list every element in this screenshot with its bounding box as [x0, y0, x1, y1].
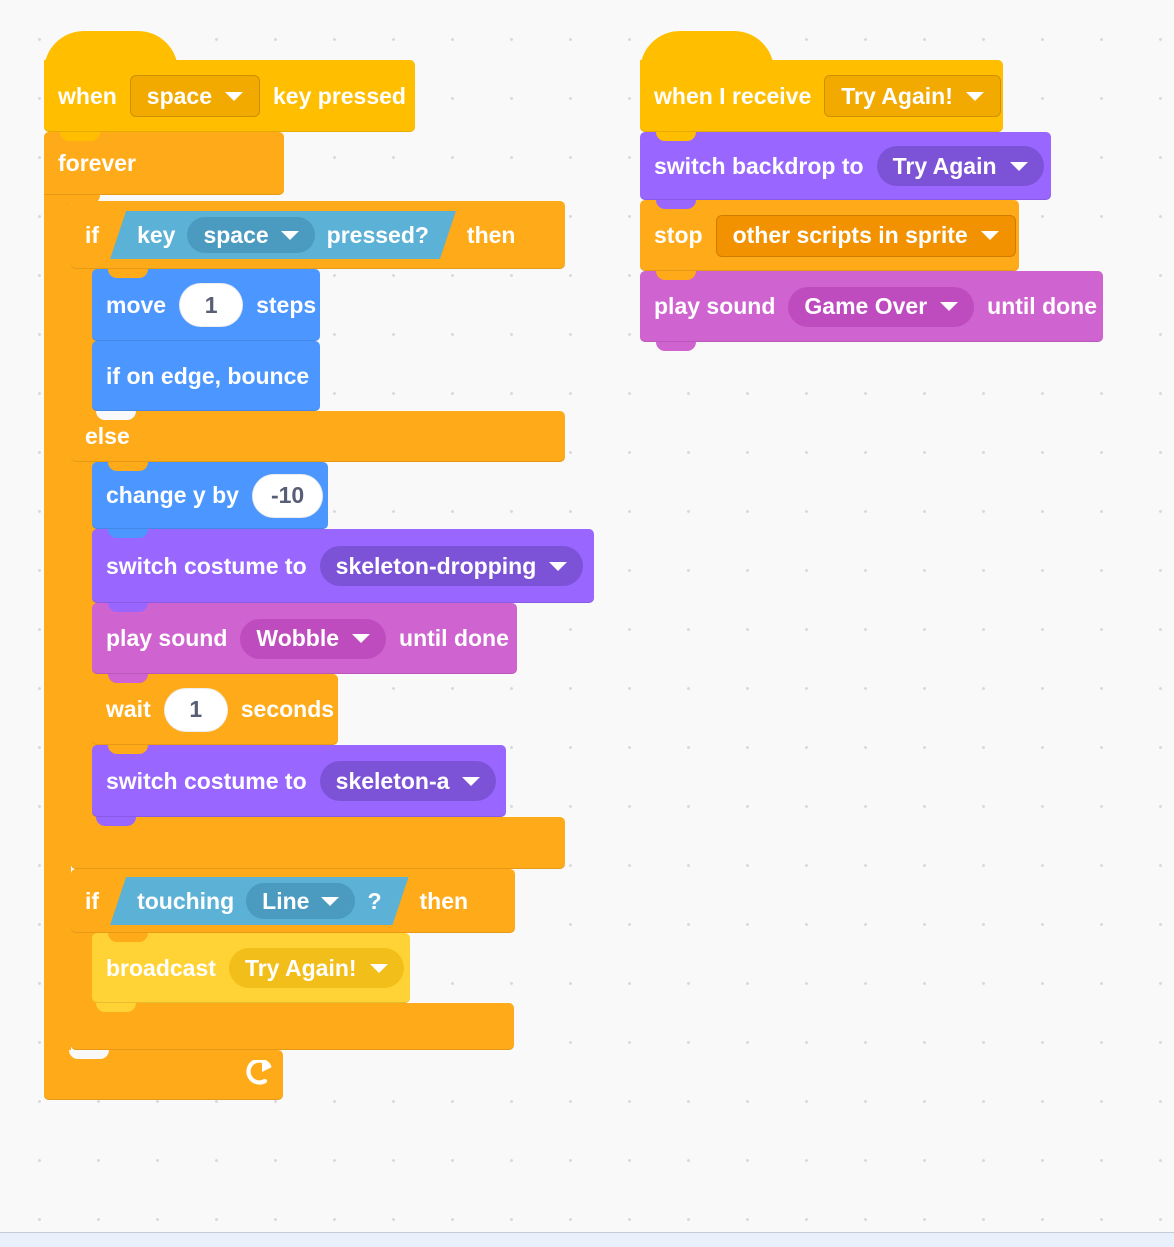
costume-dropdown-a-value: skeleton-a — [335, 767, 450, 794]
chevron-down-icon — [281, 231, 299, 240]
move-steps-value: 1 — [204, 291, 218, 318]
if-label: if — [85, 221, 100, 248]
chevron-down-icon — [462, 776, 481, 786]
key-pressed-label: key pressed — [273, 82, 406, 109]
else-row: else — [71, 411, 139, 462]
if-on-edge-bounce-row: if on edge, bounce — [92, 341, 318, 411]
broadcast-message-value: Try Again! — [244, 954, 357, 981]
when-key-pressed-row: when space key pressed — [44, 60, 415, 132]
receive-message-dropdown[interactable]: Try Again! — [824, 75, 1001, 117]
backdrop-dropdown-value: Try Again — [892, 152, 997, 179]
costume-dropdown-dropping[interactable]: skeleton-dropping — [319, 546, 584, 586]
touching-question-label: ? — [367, 887, 382, 914]
key-dropdown[interactable]: space — [129, 75, 260, 117]
touching-boolean[interactable]: touching Line ? — [110, 877, 408, 925]
change-y-label: change y by — [106, 482, 239, 508]
switch-costume-a-row: switch costume to skeleton-a — [92, 745, 500, 817]
forever-label: forever — [58, 150, 136, 176]
switch-costume-dropping-row: switch costume to skeleton-dropping — [92, 529, 587, 603]
wait-seconds-input[interactable]: 1 — [163, 687, 228, 732]
forever-label-row: forever — [44, 132, 145, 195]
else-label: else — [85, 423, 130, 449]
if-on-edge-bounce-block[interactable] — [92, 341, 320, 420]
wait-seconds-row: wait 1 seconds — [92, 674, 343, 745]
change-y-value: -10 — [270, 482, 305, 508]
chevron-down-icon — [940, 302, 959, 311]
until-done-label: until done — [399, 625, 509, 651]
bottom-status-strip — [0, 1232, 1174, 1247]
move-label: move — [106, 291, 167, 318]
broadcast-label: broadcast — [106, 954, 216, 981]
move-steps-input[interactable]: 1 — [179, 283, 244, 327]
broadcast-message-dropdown[interactable]: Try Again! — [228, 948, 404, 988]
when-i-receive-label: when I receive — [654, 82, 812, 109]
key-boolean-label: key — [137, 221, 176, 248]
else-arm[interactable] — [71, 411, 565, 471]
touching-target-dropdown[interactable]: Line — [246, 883, 355, 919]
if-else-footer[interactable] — [71, 817, 565, 878]
horizontal-scrollbar-track[interactable] — [0, 1204, 1174, 1226]
key-boolean-dropdown[interactable]: space — [187, 217, 314, 253]
when-label: when — [58, 82, 117, 109]
pressed-label: pressed? — [326, 221, 429, 248]
stop-row: stop other scripts in sprite — [640, 200, 1020, 271]
sound-dropdown-wobble-value: Wobble — [256, 625, 340, 651]
key-dropdown-value: space — [146, 82, 212, 109]
when-i-receive-row: when I receive Try Again! — [640, 60, 1005, 132]
chevron-down-icon — [1009, 161, 1028, 171]
loop-arrow-icon — [243, 1060, 275, 1090]
if-touching-row: if touching Line ? then — [71, 869, 477, 933]
if-touching-label: if — [85, 887, 100, 914]
switch-costume-label: switch costume to — [106, 552, 307, 579]
wait-label: wait — [106, 696, 151, 722]
chevron-down-icon — [549, 561, 568, 571]
switch-backdrop-row: switch backdrop to Try Again — [640, 132, 1048, 200]
steps-label: steps — [256, 291, 317, 318]
play-sound-game-over-label: play sound — [654, 293, 776, 319]
seconds-label: seconds — [240, 696, 335, 722]
play-sound-game-over-row: play sound Game Over until done — [640, 271, 1106, 342]
if-touching-footer[interactable] — [71, 1003, 514, 1050]
change-y-input[interactable]: -10 — [251, 473, 324, 518]
stop-label: stop — [654, 222, 703, 248]
sound-dropdown-game-over[interactable]: Game Over — [788, 286, 975, 327]
game-over-until-done-label: until done — [987, 293, 1098, 319]
wait-seconds-value: 1 — [189, 696, 203, 722]
touching-then-label: then — [419, 887, 469, 914]
touching-target-value: Line — [262, 887, 310, 914]
chevron-down-icon — [369, 963, 388, 973]
sound-dropdown-wobble[interactable]: Wobble — [240, 618, 387, 659]
stop-option-value: other scripts in sprite — [732, 222, 968, 248]
broadcast-row: broadcast Try Again! — [92, 933, 408, 1003]
if-on-edge-bounce-label: if on edge, bounce — [106, 362, 310, 389]
then-label: then — [466, 221, 516, 248]
switch-backdrop-label: switch backdrop to — [654, 152, 864, 179]
change-y-row: change y by -10 — [92, 462, 327, 529]
chevron-down-icon — [980, 231, 999, 240]
costume-dropdown-a[interactable]: skeleton-a — [319, 761, 497, 801]
touching-boolean-label: touching — [137, 887, 235, 914]
play-sound-label: play sound — [106, 625, 228, 651]
chevron-down-icon — [965, 91, 984, 101]
chevron-down-icon — [352, 634, 371, 643]
forever-block-footer[interactable] — [44, 1050, 283, 1100]
key-pressed-boolean[interactable]: key space pressed? — [110, 211, 456, 259]
costume-dropdown-dropping-value: skeleton-dropping — [335, 552, 537, 579]
stop-option-dropdown[interactable]: other scripts in sprite — [715, 214, 1016, 257]
switch-costume-a-label: switch costume to — [106, 767, 307, 794]
chevron-down-icon — [225, 91, 243, 101]
if-key-pressed-row: if key space pressed? then — [71, 201, 524, 269]
forever-block-left-wall[interactable] — [44, 132, 71, 1100]
sound-dropdown-game-over-value: Game Over — [804, 293, 928, 319]
move-steps-row: move 1 steps — [92, 269, 325, 341]
forever-block-header[interactable] — [44, 132, 284, 204]
key-boolean-dropdown-value: space — [203, 221, 269, 248]
backdrop-dropdown[interactable]: Try Again — [876, 146, 1044, 186]
chevron-down-icon — [321, 897, 339, 906]
play-sound-wobble-row: play sound Wobble until done — [92, 603, 518, 674]
receive-message-value: Try Again! — [841, 82, 953, 109]
